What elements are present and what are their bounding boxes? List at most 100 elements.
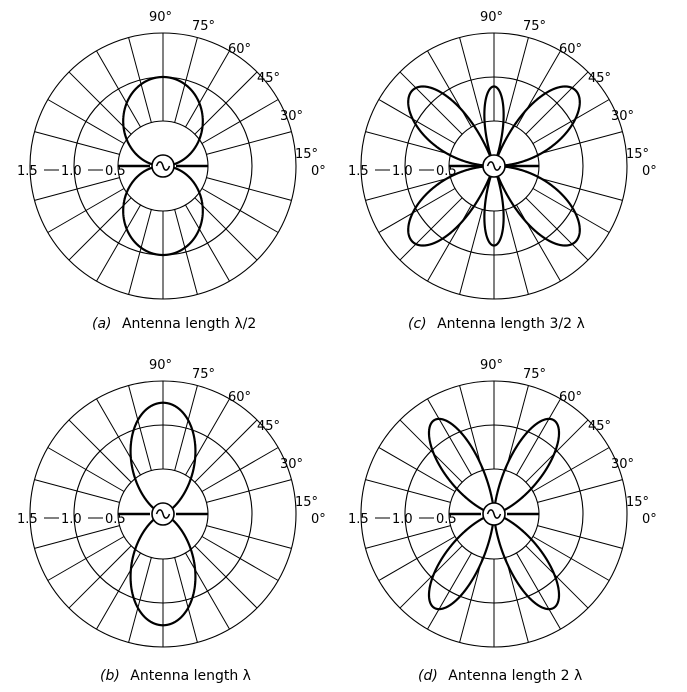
angle-label-15: 15° (295, 147, 318, 162)
angle-label-60: 60° (559, 42, 582, 57)
grid-radial-line (537, 479, 623, 503)
grid-radial-line (378, 188, 456, 233)
grid-radial-line (525, 71, 589, 135)
angle-label-0: 0° (642, 512, 657, 527)
grid-radial-line (96, 50, 141, 128)
polar-grid (29, 32, 297, 300)
dipole-source (118, 502, 208, 526)
grid-radial-line (194, 419, 258, 483)
caption-d: (d) Antenna length 2 λ (418, 668, 582, 684)
caption-text-a: Antenna length λ/2 (122, 316, 256, 332)
angle-label-30: 30° (611, 457, 634, 472)
grid-radial-line (34, 479, 120, 503)
grid-radial-line (427, 398, 472, 476)
grid-radial-line (68, 71, 132, 135)
grid-radial-line (201, 447, 279, 492)
grid-radial-line (185, 398, 230, 476)
dipole-source (449, 502, 539, 526)
grid-radial-line (47, 99, 125, 144)
grid-radial-line (427, 552, 472, 630)
grid-radial-line (47, 447, 125, 492)
grid-radial-line (206, 479, 292, 503)
radial-label-1-5: 1.5 (17, 512, 38, 527)
grid-radial-line (68, 545, 132, 609)
grid-radial-line (516, 552, 561, 630)
grid-radial-line (537, 131, 623, 155)
angle-label-90: 90° (149, 358, 172, 373)
angle-label-60: 60° (228, 42, 251, 57)
angle-label-0: 0° (642, 164, 657, 179)
grid-radial-line (128, 209, 152, 295)
grid-radial-line (537, 525, 623, 549)
panel-c: 90° 75° 60° 45° 30° 15° 0° 1.5 1.0 0.5 (348, 10, 657, 300)
angle-label-60: 60° (559, 390, 582, 405)
angle-label-75: 75° (523, 367, 546, 382)
angle-label-45: 45° (588, 71, 611, 86)
radial-label-1-5: 1.5 (348, 164, 369, 179)
grid-radial-line (96, 552, 141, 630)
grid-radial-line (399, 545, 463, 609)
angle-label-90: 90° (480, 10, 503, 25)
angle-label-0: 0° (311, 164, 326, 179)
grid-radial-line (459, 557, 483, 643)
panel-a: 90° 75° 60° 45° 30° 15° 0° 1.5 1.0 0.5 (17, 10, 326, 300)
angle-label-60: 60° (228, 390, 251, 405)
angle-label-15: 15° (626, 495, 649, 510)
grid-radial-line (525, 545, 589, 609)
grid-radial-line (378, 536, 456, 581)
grid-radial-line (206, 131, 292, 155)
grid-radial-line (128, 385, 152, 471)
grid-radial-line (201, 99, 279, 144)
panel-d: 90° 75° 60° 45° 30° 15° 0° 1.5 1.0 0.5 (348, 358, 657, 648)
grid-radial-line (201, 188, 279, 233)
angle-label-15: 15° (626, 147, 649, 162)
grid-radial-line (532, 188, 610, 233)
radial-label-0-5: 0.5 (436, 164, 457, 179)
dipole-source (118, 154, 208, 178)
grid-radial-line (505, 37, 529, 123)
grid-radial-line (459, 385, 483, 471)
caption-letter-b: (b) (100, 668, 120, 684)
grid-radial-line (378, 99, 456, 144)
radial-label-1-5: 1.5 (17, 164, 38, 179)
angle-label-15: 15° (295, 495, 318, 510)
caption-a: (a) Antenna length λ/2 (92, 316, 256, 332)
caption-letter-c: (c) (408, 316, 427, 332)
grid-radial-line (365, 525, 451, 549)
grid-radial-line (34, 525, 120, 549)
grid-radial-line (525, 197, 589, 261)
grid-radial-line (459, 209, 483, 295)
grid-radial-line (194, 545, 258, 609)
radial-label-1-0: 1.0 (61, 164, 82, 179)
grid-radial-line (399, 419, 463, 483)
radial-label-0-5: 0.5 (105, 164, 126, 179)
caption-text-b: Antenna length λ (130, 668, 251, 684)
grid-radial-line (128, 37, 152, 123)
grid-radial-line (505, 385, 529, 471)
angle-label-0: 0° (311, 512, 326, 527)
radial-label-1-0: 1.0 (61, 512, 82, 527)
grid-radial-line (194, 197, 258, 261)
grid-radial-line (505, 557, 529, 643)
grid-radial-line (174, 37, 198, 123)
grid-radial-line (174, 209, 198, 295)
grid-radial-line (68, 419, 132, 483)
grid-radial-line (365, 131, 451, 155)
grid-radial-line (201, 536, 279, 581)
grid-radial-line (47, 188, 125, 233)
grid-radial-line (459, 37, 483, 123)
angle-label-90: 90° (480, 358, 503, 373)
grid-radial-line (532, 447, 610, 492)
grid-radial-line (174, 385, 198, 471)
caption-c: (c) Antenna length 3/2 λ (408, 316, 585, 332)
radial-label-1-0: 1.0 (392, 164, 413, 179)
grid-radial-line (399, 71, 463, 135)
dipole-source (449, 154, 539, 178)
grid-radial-line (532, 536, 610, 581)
panel-b: 90° 75° 60° 45° 30° 15° 0° 1.5 1.0 0.5 (17, 358, 326, 648)
grid-radial-line (532, 99, 610, 144)
grid-radial-line (128, 557, 152, 643)
angle-label-75: 75° (192, 19, 215, 34)
polar-grid (29, 380, 297, 648)
